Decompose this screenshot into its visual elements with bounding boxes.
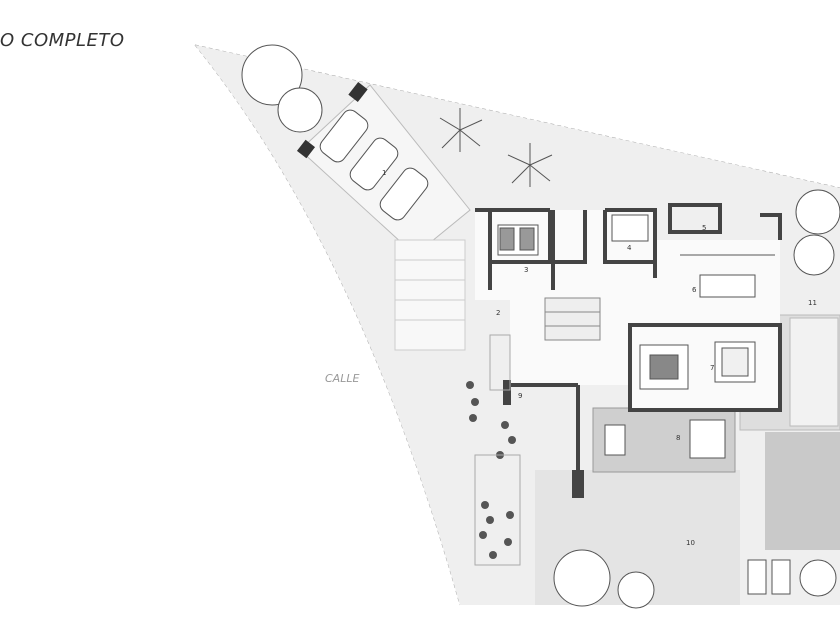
living-furniture	[639, 341, 756, 390]
garden-beds	[474, 334, 521, 566]
sun-loungers	[747, 559, 791, 595]
room-label-1: 1	[382, 169, 386, 177]
palms	[439, 108, 553, 187]
shrubs	[466, 381, 516, 559]
street-label: CALLE	[325, 372, 359, 385]
room-label-8: 8	[676, 434, 680, 442]
room-label-6: 6	[692, 286, 697, 294]
kitchen-island	[680, 254, 775, 298]
room-label-2: 2	[496, 309, 500, 317]
room-label-11: 11	[808, 299, 817, 307]
room-label-10: 10	[686, 539, 695, 547]
cars	[319, 109, 429, 221]
room-label-5: 5	[702, 224, 706, 232]
room-label-3: 3	[524, 266, 528, 274]
bedroom-bed	[497, 224, 539, 256]
room-label-9: 9	[518, 392, 522, 400]
pool	[765, 432, 840, 550]
entry-steps	[394, 239, 466, 351]
plan-title: O COMPLETO	[0, 30, 125, 51]
terrace-table	[604, 419, 726, 459]
room-label-4: 4	[627, 244, 632, 252]
trees	[241, 44, 840, 609]
interior-stairs	[544, 297, 601, 341]
room-label-7: 7	[710, 364, 714, 372]
bedroom-2-bed	[611, 214, 649, 242]
walls	[475, 203, 782, 495]
